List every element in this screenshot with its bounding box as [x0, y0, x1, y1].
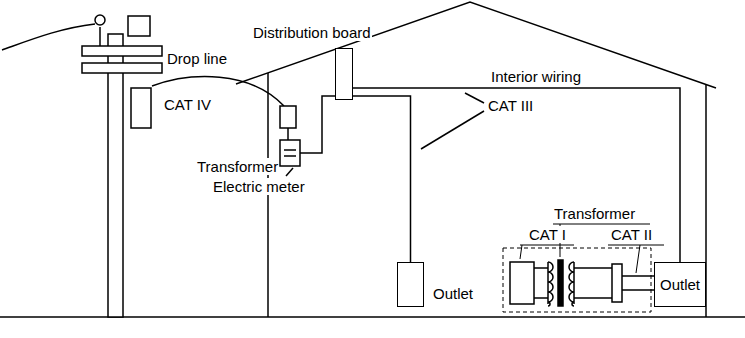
plug-pin — [622, 289, 654, 291]
house-wall — [267, 73, 269, 317]
wire — [574, 267, 612, 269]
wire — [534, 267, 548, 269]
category-label: CAT IV — [163, 96, 212, 113]
part-label: Electric meter — [212, 178, 306, 195]
coil-lead — [547, 262, 549, 304]
category-label: CAT III — [487, 97, 534, 114]
pole — [108, 34, 123, 317]
plug — [612, 264, 622, 302]
crossarm — [82, 46, 162, 56]
lamp — [95, 15, 105, 25]
node-label: Outlet — [660, 276, 700, 293]
wire-label: Interior wiring — [490, 68, 582, 85]
circuit-block — [510, 262, 534, 304]
distribution-board: Distribution board — [335, 48, 353, 100]
primary-coil — [548, 262, 553, 306]
crossarm — [82, 63, 162, 73]
device-outline — [503, 248, 651, 312]
wiring-line — [353, 96, 411, 262]
leader-line — [553, 224, 650, 225]
leader-line — [286, 168, 293, 176]
service-head — [280, 106, 296, 128]
leader-line — [465, 93, 484, 103]
electric-meter — [280, 140, 300, 166]
secondary-coil — [569, 262, 574, 306]
outlet: Outlet — [397, 262, 424, 307]
meter-mark — [284, 155, 296, 157]
pole-top-box — [128, 16, 150, 36]
part-label: Drop line — [166, 50, 228, 67]
meter-mark — [284, 149, 296, 151]
service-wire — [287, 128, 289, 140]
wiring-line — [353, 88, 680, 262]
leader-line — [608, 245, 664, 246]
roof — [236, 2, 716, 88]
transformer-core — [558, 260, 563, 306]
category-label: CAT I — [528, 226, 567, 243]
node-label: Outlet — [433, 285, 473, 302]
power-line — [2, 24, 95, 50]
node-label: Distribution board — [252, 24, 372, 41]
outlet: Outlet — [654, 262, 706, 307]
leader-line — [520, 245, 574, 246]
category-label: CAT II — [610, 226, 653, 243]
part-label: Transformer — [553, 205, 636, 222]
leader-line — [520, 245, 522, 259]
leader-line — [636, 245, 640, 273]
lamp-stem — [99, 27, 101, 46]
pole-transformer — [131, 88, 151, 128]
part-label: Transformer — [196, 158, 279, 175]
service-wire — [300, 96, 335, 153]
plug-pin — [622, 275, 654, 277]
leader-line — [421, 111, 484, 149]
wire — [574, 297, 612, 299]
wire — [534, 297, 548, 299]
